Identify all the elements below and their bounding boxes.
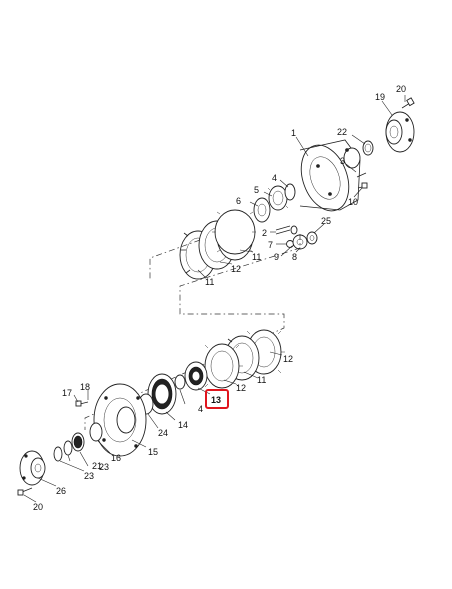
callout-26: 26	[56, 486, 66, 496]
leader-lines	[23, 95, 406, 503]
washer-part-25	[306, 231, 318, 245]
callout-13: 13	[211, 395, 221, 405]
callout-2: 2	[262, 228, 267, 238]
callout-17: 17	[62, 388, 72, 398]
callout-5: 5	[254, 185, 259, 195]
callout-12-upper: 12	[231, 264, 241, 274]
bearing-part-21	[71, 432, 85, 452]
callout-14: 14	[178, 420, 188, 430]
callout-10: 10	[348, 197, 358, 207]
highlight-box	[205, 389, 229, 409]
thrust-washer-part-4-top	[284, 183, 296, 201]
callout-22: 22	[337, 127, 347, 137]
callout-23-a: 23	[99, 462, 109, 472]
flange-part-26	[19, 450, 46, 486]
callout-4-lower: 4	[198, 404, 203, 414]
callout-20-top: 20	[396, 84, 406, 94]
callout-20-bottom: 20	[33, 502, 43, 512]
washer-part-9	[290, 225, 298, 235]
snap-ring-part-23-a	[63, 440, 73, 456]
callout-12-mid: 12	[283, 354, 293, 364]
housing-part-1	[299, 139, 361, 212]
bolt-part-10	[357, 182, 368, 189]
pin-part-3	[356, 172, 367, 178]
callout-9: 9	[274, 252, 279, 262]
callout-7: 7	[268, 240, 273, 250]
flange-part-19	[385, 111, 415, 153]
callout-4-top: 4	[272, 173, 277, 183]
alignment-line-2	[149, 239, 201, 280]
callout-1: 1	[291, 128, 296, 138]
callout-8: 8	[292, 252, 297, 262]
callout-21: 21	[92, 461, 102, 471]
shim-part-16	[89, 422, 103, 442]
callout-16: 16	[111, 453, 121, 463]
snap-ring-part-23-b	[53, 446, 63, 462]
shaft-part-2	[275, 225, 291, 235]
bolt-part-20-bottom	[17, 487, 33, 496]
pinion-part-7	[286, 240, 294, 248]
alignment-line	[84, 234, 301, 430]
callout-labels: 20 19 1 22 3 4 5 6 10 25 2 7 9 8 11 12 1…	[33, 84, 406, 512]
callout-12-lower: 12	[236, 383, 246, 393]
piston-part-14	[147, 373, 177, 415]
callout-11-lower: 11	[257, 375, 266, 385]
washer-part-4-lower	[174, 374, 186, 390]
callout-18: 18	[80, 382, 90, 392]
housing-part-15	[93, 383, 147, 457]
steel-plate-part-12-mid	[212, 209, 256, 255]
callout-3: 3	[340, 156, 345, 166]
callout-24: 24	[158, 428, 168, 438]
callout-23-b: 23	[84, 471, 94, 481]
callout-11-upper: 11	[205, 277, 214, 287]
seal-part-22	[362, 140, 374, 156]
bolt-part-17	[75, 400, 89, 407]
callout-15: 15	[148, 447, 158, 457]
bearing-part-13	[184, 361, 208, 391]
callout-11-mid: 11	[252, 252, 261, 262]
steel-plate-part-12-lower	[204, 343, 243, 389]
callout-6: 6	[236, 196, 241, 206]
side-gear-part-6	[253, 197, 271, 223]
bolt-part-20-top	[401, 97, 415, 109]
callout-19: 19	[375, 92, 385, 102]
callout-25: 25	[321, 216, 331, 226]
